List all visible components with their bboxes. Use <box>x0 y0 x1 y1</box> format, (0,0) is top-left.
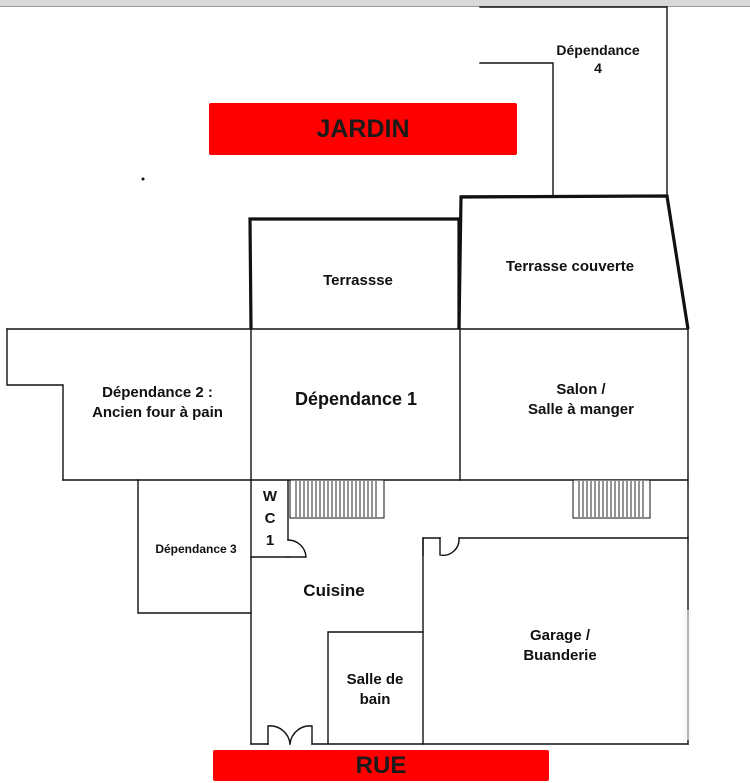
wall-dependance3 <box>137 479 252 614</box>
top-window-bar <box>0 0 750 7</box>
watermark-strip <box>683 610 691 740</box>
label-salle-de-bain-line1: Salle de <box>346 671 404 688</box>
door-wc <box>287 539 307 558</box>
label-dependance2: Dépendance 2 : Ancien four à pain <box>70 383 245 422</box>
banner-rue: RUE <box>213 750 549 781</box>
label-dependance4-line2: 4 <box>594 60 602 77</box>
wall-salle-de-bain <box>327 631 424 745</box>
door-entry-right <box>289 725 313 745</box>
label-wc-line1: W <box>262 488 278 505</box>
label-dependance2-line2: Ancien four à pain <box>92 403 223 421</box>
stairs-left-treads <box>295 481 377 517</box>
label-dependance3: Dépendance 3 <box>155 542 237 556</box>
wall-cuisine-garage <box>422 537 441 745</box>
label-salon: Salon / Salle à manger <box>496 380 666 419</box>
banner-jardin: JARDIN <box>209 103 517 155</box>
label-salle-de-bain: Salle de bain <box>335 670 415 709</box>
stairs-right-treads <box>578 481 644 517</box>
label-cuisine: Cuisine <box>303 581 365 600</box>
label-dependance4: Dépendance 4 <box>548 41 648 77</box>
label-wc-line2: C <box>264 509 276 527</box>
stray-dot <box>141 177 145 181</box>
label-garage: Garage / Buanderie <box>495 626 625 665</box>
stairs-right <box>572 479 651 519</box>
door-garage <box>439 537 460 556</box>
label-dependance1: Dépendance 1 <box>294 389 418 409</box>
label-terrasse-couverte: Terrasse couverte <box>505 258 635 275</box>
door-entry-left <box>267 725 291 745</box>
label-terrasse: Terrassse <box>323 272 393 289</box>
label-garage-line1: Garage / <box>529 627 591 644</box>
wall-dependance4 <box>479 6 668 197</box>
label-salle-de-bain-line2: bain <box>359 690 391 708</box>
label-garage-line2: Buanderie <box>523 646 597 664</box>
label-dependance4-line1: Dépendance <box>556 42 640 58</box>
wall-dependance2 <box>6 328 64 481</box>
wall-terrasse-couverte <box>457 194 690 330</box>
label-salon-line2: Salle à manger <box>528 400 634 418</box>
label-dependance2-line1: Dépendance 2 : <box>102 384 213 401</box>
label-wc-line3: 1 <box>265 531 275 549</box>
label-wc: W C 1 <box>258 486 282 551</box>
label-salon-line1: Salon / <box>556 381 606 398</box>
